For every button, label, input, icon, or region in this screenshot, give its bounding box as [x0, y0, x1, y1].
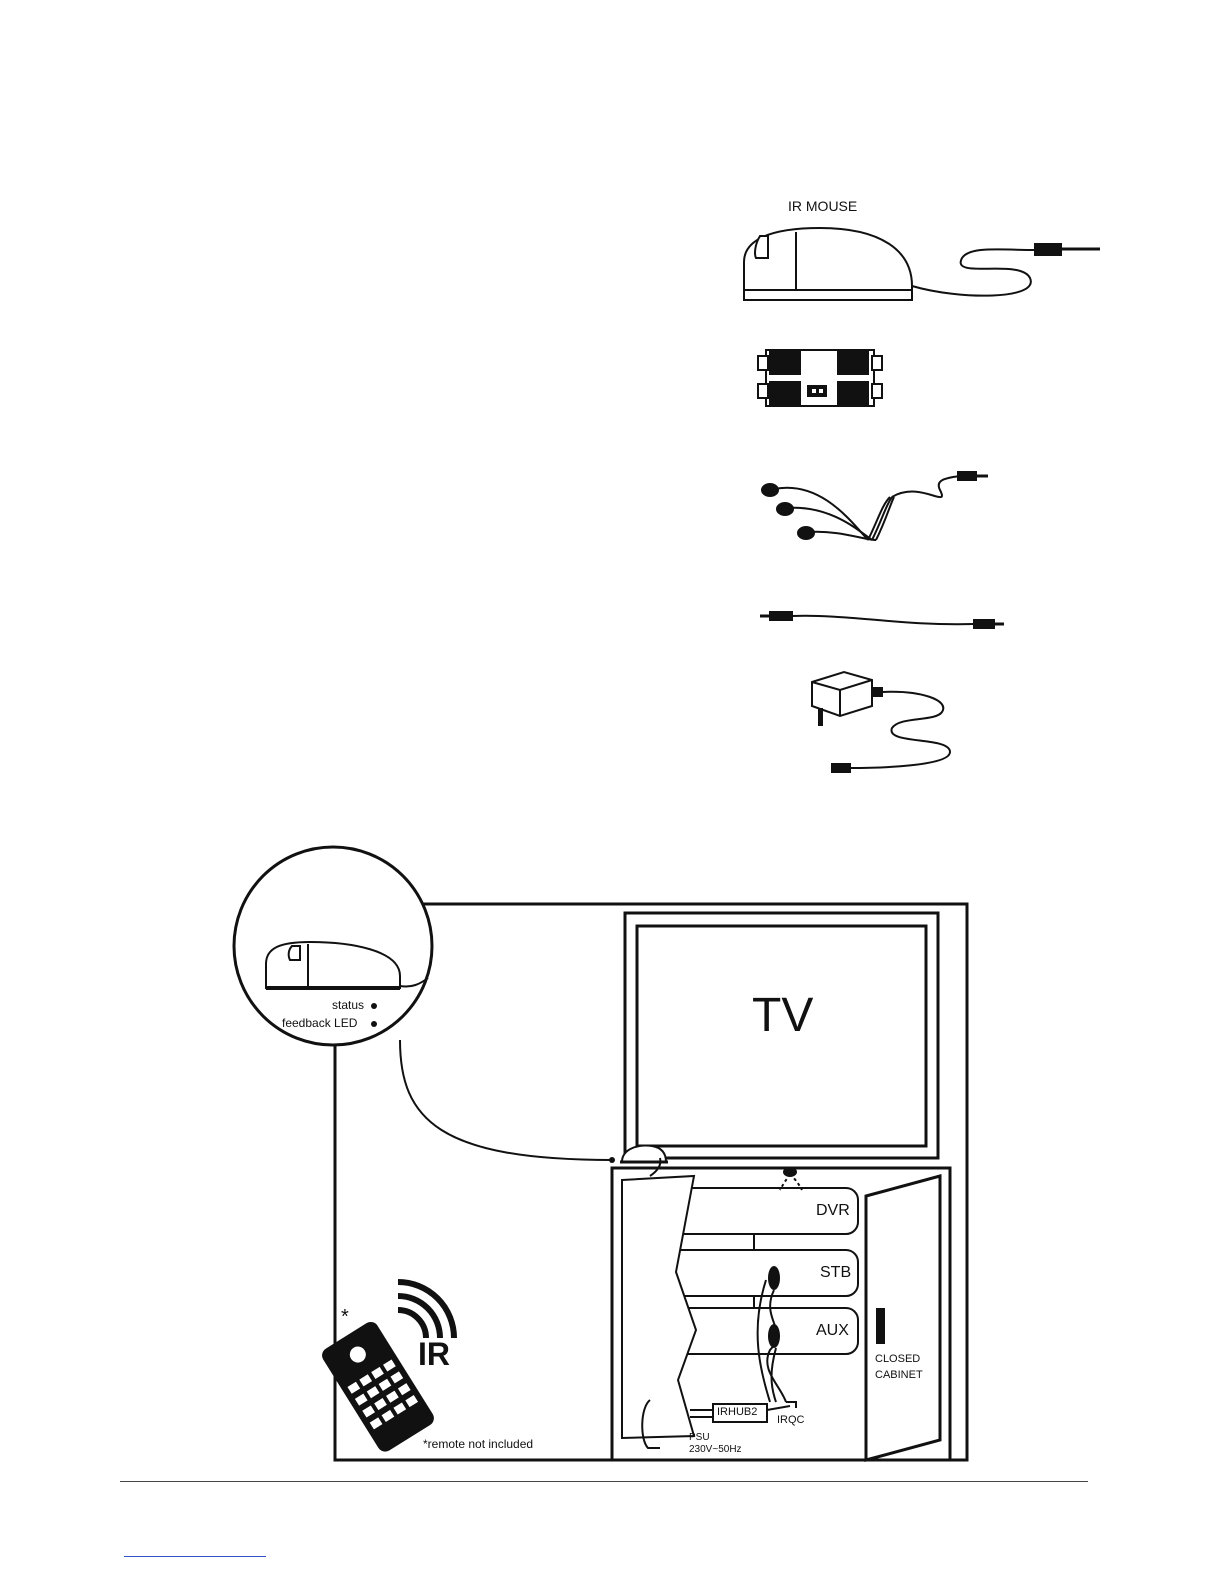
ir-label: IR	[418, 1336, 450, 1373]
closed-cabinet-label-line2: CABINET	[875, 1369, 923, 1381]
psu-label: PSU	[689, 1432, 710, 1443]
door-handle	[876, 1308, 885, 1344]
ir-emitter-cable-illustration	[762, 472, 988, 540]
feedback-led-label: feedback LED	[282, 1016, 357, 1030]
footer-link-underline[interactable]	[124, 1556, 266, 1557]
psu-adapter-illustration	[812, 672, 950, 772]
ir-mouse-illustration	[744, 228, 1100, 300]
components-panel: IR MOUSE	[0, 0, 1224, 800]
mouse-cable	[400, 1040, 612, 1160]
ir-mouse-label: IR MOUSE	[788, 198, 857, 214]
device-label-dvr: DVR	[816, 1202, 850, 1220]
footer-rule	[120, 1481, 1088, 1482]
psu-voltage-label: 230V~50Hz	[689, 1444, 742, 1455]
device-label-stb: STB	[820, 1264, 851, 1282]
ir-waves-icon	[398, 1282, 454, 1338]
irhub-illustration	[758, 350, 882, 406]
remote-asterisk: *	[341, 1306, 349, 1329]
cabinet-side-panel	[622, 1176, 696, 1438]
installation-diagram-graphic	[0, 860, 1224, 1480]
components-illustrations	[0, 0, 1224, 800]
irqc-label: IRQC	[777, 1414, 805, 1426]
remote-note: *remote not included	[423, 1437, 533, 1451]
irhub-label: IRHUB2	[717, 1406, 757, 1418]
tv-label: TV	[752, 988, 813, 1043]
installation-diagram: TV status feedback LED DVR STB AUX IRHUB…	[0, 860, 1224, 1480]
device-label-aux: AUX	[816, 1322, 849, 1340]
status-label: status	[332, 998, 364, 1012]
link-cable-illustration	[760, 612, 1004, 628]
closed-cabinet-label-line1: CLOSED	[875, 1353, 920, 1365]
